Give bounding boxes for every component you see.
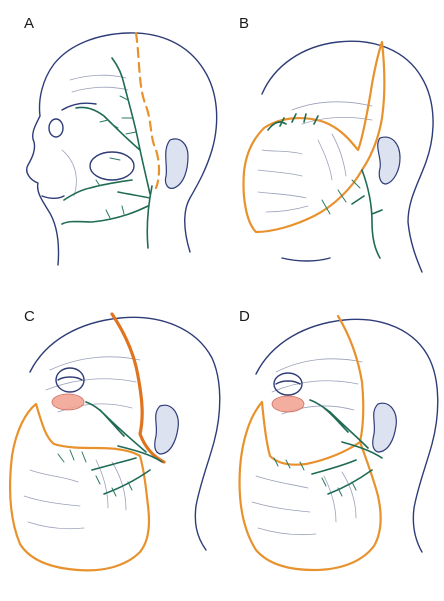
cervical-nerve: [352, 170, 382, 258]
lower-flap-margin: [240, 402, 381, 570]
eye: [56, 368, 84, 392]
panel-b-drawing: [222, 0, 444, 300]
ear: [378, 137, 400, 184]
neck-line: [282, 258, 330, 261]
panel-c: C: [0, 300, 222, 601]
zygomatic-branch: [76, 107, 140, 150]
ear: [155, 405, 179, 454]
eye-lid-line: [276, 381, 300, 384]
eyelid-defect: [272, 396, 304, 412]
nerve-twigs: [58, 450, 132, 496]
panel-label-d: D: [239, 309, 250, 324]
panel-d-drawing: [222, 300, 444, 601]
panel-label-a: A: [24, 16, 34, 31]
flap-margin: [244, 42, 385, 232]
head-outline: [262, 41, 433, 272]
panel-b: B: [222, 0, 444, 300]
flap-texture: [24, 460, 126, 529]
panel-c-drawing: [0, 300, 222, 601]
eye: [49, 119, 63, 137]
mandibular-branch: [62, 206, 148, 224]
mouth: [42, 196, 64, 198]
panel-d: D: [222, 300, 444, 601]
panel-label-b: B: [239, 16, 249, 31]
eyelid-defect: [52, 394, 84, 410]
eye-lid-line: [58, 377, 82, 380]
lower-flap-margin: [10, 404, 149, 570]
ear: [373, 403, 397, 452]
incision-line: [136, 33, 159, 188]
facial-nerve-trunk: [118, 186, 152, 248]
ear: [165, 139, 188, 188]
cheek-contour: [62, 150, 76, 196]
flap-texture: [252, 472, 356, 535]
parotid-outline: [90, 152, 134, 180]
panel-a: A: [0, 0, 222, 300]
forehead-lines: [70, 75, 128, 92]
panel-label-c: C: [24, 309, 35, 324]
head-outline: [27, 33, 217, 265]
facial-nerve-branches: [310, 400, 382, 494]
head-outline: [256, 319, 438, 552]
flap-texture: [258, 134, 346, 212]
panel-a-drawing: [0, 0, 222, 300]
